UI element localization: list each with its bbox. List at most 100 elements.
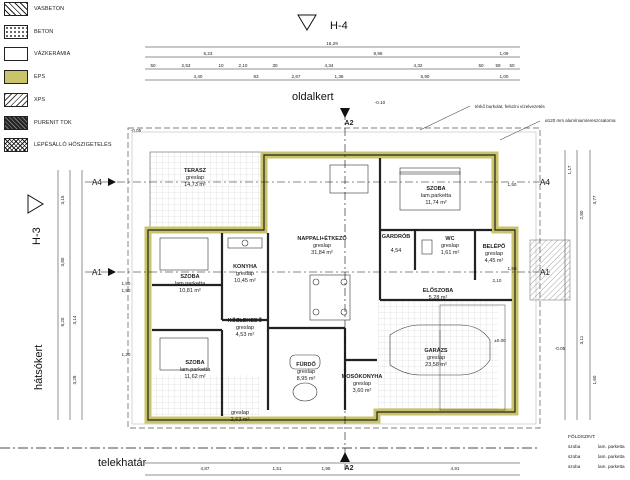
level-4: -0.05	[555, 346, 566, 351]
room-labels: TERASZ greslap 14,73 m² SZOBA lam.parket…	[175, 168, 506, 423]
dim-right-6: 1,50	[508, 266, 517, 271]
room-area: 23,58 m²	[425, 362, 447, 368]
place-top: oldalkert	[292, 91, 334, 103]
level-2: -0.05	[131, 128, 142, 133]
section-markers	[85, 112, 550, 470]
legend-swatch-purenit	[4, 116, 28, 130]
dim-top-r2-9: 50	[509, 63, 515, 68]
legend-swatch-xps	[4, 93, 28, 107]
table-room: szoba	[568, 444, 581, 449]
room-name: GARÁZS	[424, 347, 448, 354]
room-area: 4,53 m²	[236, 332, 255, 338]
dim-top-r3-2: 2,67	[292, 74, 301, 79]
exterior-walls	[144, 151, 519, 424]
table-room: szoba	[568, 454, 581, 459]
section-arrow-a1	[108, 268, 116, 276]
dim-top-r3-4: 5,90	[421, 74, 430, 79]
dim-top-r2-7: 50	[478, 63, 484, 68]
section-label-a2: A2	[345, 120, 354, 127]
legend-swatch-lepes	[4, 138, 28, 152]
dim-top-r1-1: 9,96	[374, 51, 383, 56]
dimensions-left	[57, 170, 83, 420]
dim-bottom-0: 4,87	[201, 466, 210, 471]
dim-top-r2-0: 50	[150, 63, 156, 68]
dim-top-r3-1: 83	[253, 74, 259, 79]
room-floor: greslap	[441, 243, 459, 249]
section-label-a1: A1	[92, 268, 102, 277]
room-name: TERASZ	[184, 168, 207, 174]
carport-hatch	[529, 239, 571, 301]
dim-right-1: 1,50	[508, 182, 517, 187]
section-marker-top: H-4	[297, 14, 348, 32]
room-name: KÖZLEKEDŐ	[228, 317, 263, 324]
dim-left-5: 1,50	[122, 288, 131, 293]
legend-label: LÉPÉSÁLLÓ HŐSZIGETELÉS	[34, 142, 112, 148]
dim-top-r3-5: 1,00	[500, 74, 509, 79]
place-left: hátsókert	[33, 345, 45, 390]
room-floor: greslap	[427, 355, 445, 361]
dim-right-7: 1,60	[592, 375, 597, 384]
room-floor: greslap	[186, 175, 204, 181]
dim-top-r2-5: 4,34	[325, 63, 334, 68]
dim-left-2: 3,14	[72, 315, 77, 324]
level-1: -0.10	[375, 100, 386, 105]
room-area: 10,81 m²	[179, 288, 201, 294]
legend-row: EPS	[4, 70, 45, 84]
table-room: szoba	[568, 464, 581, 469]
table-floor: lam. parketta	[598, 444, 625, 449]
legend-label: PURENIT TOK	[34, 120, 72, 126]
room-floor: lam.parketta	[421, 193, 452, 199]
room-area: 11,62 m²	[184, 374, 205, 380]
note-terko: térkő burkolat, felszíni vízelvezetés	[475, 104, 546, 109]
room-area: 31,84 m²	[311, 250, 333, 256]
legend-row: XPS	[4, 93, 45, 107]
room-name: SZOBA	[185, 360, 204, 366]
room-name: SZOBA	[426, 186, 445, 192]
note-aluminium: ø120 mm alumínium/ereszcsatorna	[545, 118, 616, 123]
room-floor: greslap	[353, 381, 371, 387]
legend-swatch-vazker	[4, 47, 28, 61]
room-area: 14,73 m²	[184, 182, 206, 188]
room-name: WC	[445, 236, 454, 242]
dim-right-5: 2,10	[493, 278, 502, 283]
legend-swatch-beton	[4, 25, 28, 39]
terrace-area	[149, 151, 267, 231]
legend-row: VÁZKERÁMIA	[4, 47, 70, 61]
dim-right-4: 3,11	[579, 335, 584, 344]
room-area: 3,60 m²	[353, 388, 372, 394]
dim-bottom-3: 4,91	[451, 466, 460, 471]
room-name: FÜRDŐ	[296, 361, 316, 368]
section-label-a2-bottom: A2	[345, 465, 354, 472]
room-area: 4,54	[391, 248, 402, 254]
furniture	[159, 164, 491, 402]
room-floor: greslap	[236, 271, 254, 277]
dim-left-7: 8,20	[60, 317, 65, 326]
dim-top-r1-0: 5,23	[204, 51, 213, 56]
dim-left-1: 3,80	[60, 257, 65, 266]
table-floor: lam. parketta	[598, 454, 625, 459]
room-area: 5,28 m²	[429, 295, 448, 301]
dim-left-3: 3,28	[72, 375, 77, 384]
dim-top-r2-8: 59	[495, 63, 501, 68]
room-name: BELÉPŐ	[483, 242, 506, 250]
room-floor: greslap	[236, 325, 254, 331]
room-floor: greslap	[231, 410, 249, 416]
section-arrow-a4	[108, 178, 116, 186]
dim-left-4: 1,50	[122, 281, 131, 286]
dim-top-r2-2: 10	[218, 63, 224, 68]
section-label-left: H-3	[31, 227, 43, 245]
room-floor: lam.parketta	[175, 281, 206, 287]
room-floor: greslap	[313, 243, 331, 249]
section-label-a4: A4	[92, 178, 102, 187]
table-floor: lam. parketta	[598, 464, 625, 469]
room-area: 11,74 m²	[425, 200, 446, 206]
dim-right-3: 3,77	[592, 195, 597, 204]
garage-door-frame	[439, 304, 506, 411]
interior-walls	[152, 158, 512, 416]
room-name: MOSÓKONYHA	[342, 372, 383, 380]
room-floor: greslap	[297, 369, 315, 375]
section-label-a4-right: A4	[540, 178, 550, 187]
legend-label: XPS	[34, 97, 46, 103]
legend-label: EPS	[34, 74, 46, 80]
